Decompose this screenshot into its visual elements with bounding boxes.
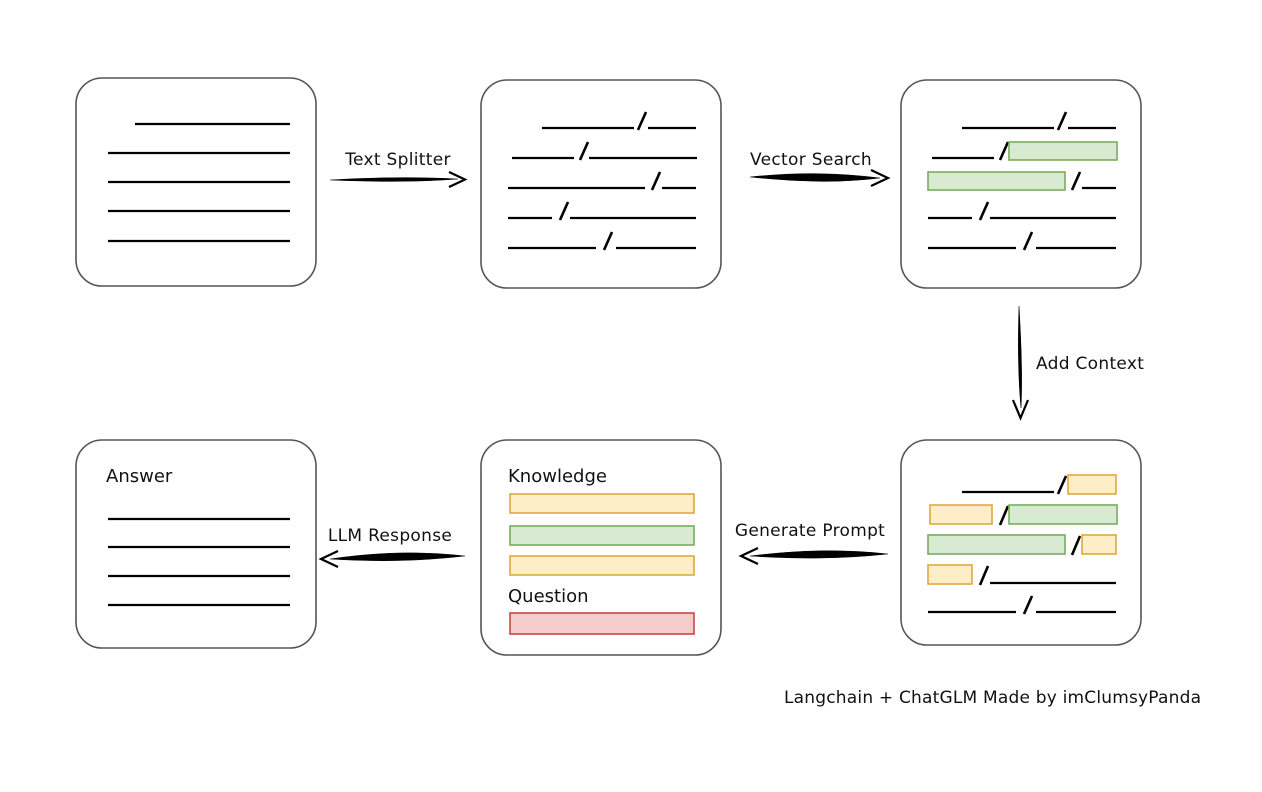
box-prompt-card: Knowledge Question: [480, 439, 722, 656]
matched-highlight-green-1: [1008, 141, 1118, 161]
prompt-card-question-title: Question: [508, 586, 589, 607]
context-document-rows: [927, 474, 1118, 615]
context-highlight-yellow-1: [1067, 474, 1117, 495]
arrow-add-context: Add Context: [1011, 305, 1144, 421]
arrow-llm-response-label: LLM Response: [328, 526, 452, 546]
context-highlight-yellow-3: [1081, 534, 1117, 555]
box-context-document: [900, 439, 1142, 646]
box-source-document: [75, 77, 317, 287]
matched-highlight-green-2: [927, 171, 1066, 191]
box-matched-document: [900, 79, 1142, 289]
split-document-frame: [480, 79, 722, 289]
prompt-bar-red-1: [509, 612, 695, 635]
prompt-bar-yellow-1: [509, 493, 695, 514]
source-document-lines: [108, 122, 290, 243]
context-highlight-yellow-4: [927, 564, 973, 585]
prompt-card-knowledge-title: Knowledge: [508, 466, 607, 487]
arrow-add-context-label: Add Context: [1036, 354, 1144, 374]
arrow-text-splitter-label: Text Splitter: [344, 150, 451, 170]
arrow-generate-prompt: Generate Prompt: [735, 521, 889, 565]
answer-card-frame: [75, 439, 317, 649]
arrow-vector-search: Vector Search: [749, 150, 891, 187]
arrow-vector-search-label: Vector Search: [750, 150, 872, 170]
arrow-generate-prompt-label: Generate Prompt: [735, 521, 885, 541]
answer-card-title: Answer: [106, 466, 173, 487]
context-highlight-yellow-2: [929, 504, 993, 525]
arrow-text-splitter: Text Splitter: [329, 150, 468, 188]
box-answer-card: Answer: [75, 439, 317, 649]
prompt-bar-green-1: [509, 525, 695, 546]
arrow-llm-response: LLM Response: [318, 526, 466, 568]
context-highlight-green-1: [1008, 504, 1118, 525]
matched-document-rows: [927, 111, 1118, 251]
split-document-rows: [508, 111, 697, 251]
context-highlight-green-2: [927, 534, 1066, 555]
prompt-bar-yellow-2: [509, 555, 695, 576]
diagram-caption: Langchain + ChatGLM Made by imClumsyPand…: [784, 688, 1201, 708]
box-split-document: [480, 79, 722, 289]
answer-card-lines: [108, 517, 290, 607]
